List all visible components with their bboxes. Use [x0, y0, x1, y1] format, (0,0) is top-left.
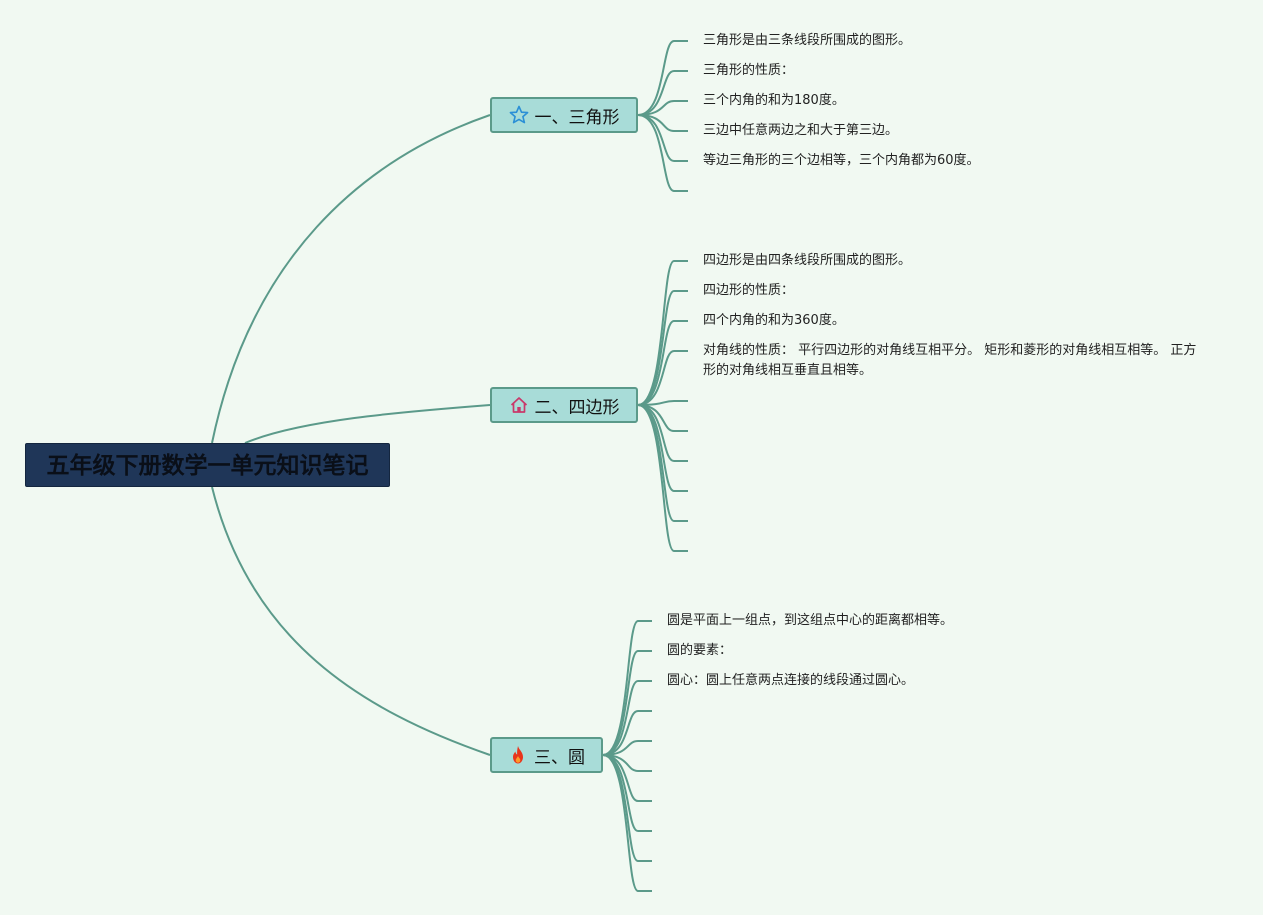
leaf-topic[interactable]: 三角形是由三条线段所围成的图形。 — [703, 33, 912, 48]
star-icon — [509, 105, 529, 125]
leaf-topic[interactable]: 三个内角的和为180度。 — [703, 93, 845, 108]
leaf-connector — [637, 40, 688, 116]
leaf-topic[interactable]: 圆是平面上一组点，到这组点中心的距离都相等。 — [667, 613, 954, 628]
branch-label: 一、三角形 — [534, 107, 620, 128]
leaf-connector — [602, 710, 652, 756]
leaf-topic[interactable]: 圆的要素： — [667, 643, 733, 658]
branch-quadrilateral[interactable]: 二、四边形 — [490, 387, 638, 423]
leaf-connector — [637, 404, 688, 522]
leaf-topic[interactable]: 三边中任意两边之和大于第三边。 — [703, 123, 899, 138]
root-topic[interactable]: 五年级下册数学一单元知识笔记 — [25, 443, 390, 487]
leaf-connector — [637, 70, 688, 116]
leaf-connector — [602, 680, 652, 756]
leaf-connector — [602, 754, 652, 892]
branch-label: 三、圆 — [534, 747, 585, 768]
leaf-topic[interactable]: 三角形的性质： — [703, 63, 795, 78]
leaf-topic[interactable]: 四个内角的和为360度。 — [703, 313, 845, 328]
root-connector — [244, 404, 491, 444]
branch-triangle[interactable]: 一、三角形 — [490, 97, 638, 133]
root-connector — [211, 114, 491, 444]
leaf-connector — [637, 290, 688, 406]
leaf-connector — [637, 114, 688, 162]
branch-circle[interactable]: 三、圆 — [490, 737, 603, 773]
branch-label: 二、四边形 — [534, 397, 620, 418]
leaf-connector — [602, 620, 652, 756]
leaf-connector — [637, 404, 688, 552]
house-icon — [509, 395, 529, 415]
leaf-connector — [637, 350, 688, 406]
leaf-connector — [602, 650, 652, 756]
leaf-topic[interactable]: 等边三角形的三个边相等，三个内角都为60度。 — [703, 153, 980, 168]
leaf-connector — [602, 754, 652, 802]
leaf-connector — [637, 114, 688, 192]
leaf-connector — [637, 320, 688, 406]
fire-icon — [508, 745, 528, 765]
leaf-topic[interactable]: 四边形是由四条线段所围成的图形。 — [703, 253, 912, 268]
root-connector — [211, 486, 491, 756]
leaf-topic[interactable]: 圆心：圆上任意两点连接的线段通过圆心。 — [667, 673, 915, 688]
leaf-topic[interactable]: 四边形的性质： — [703, 283, 795, 298]
leaf-topic[interactable]: 对角线的性质： 平行四边形的对角线互相平分。 矩形和菱形的对角线相互相等。 正方… — [703, 343, 1197, 378]
